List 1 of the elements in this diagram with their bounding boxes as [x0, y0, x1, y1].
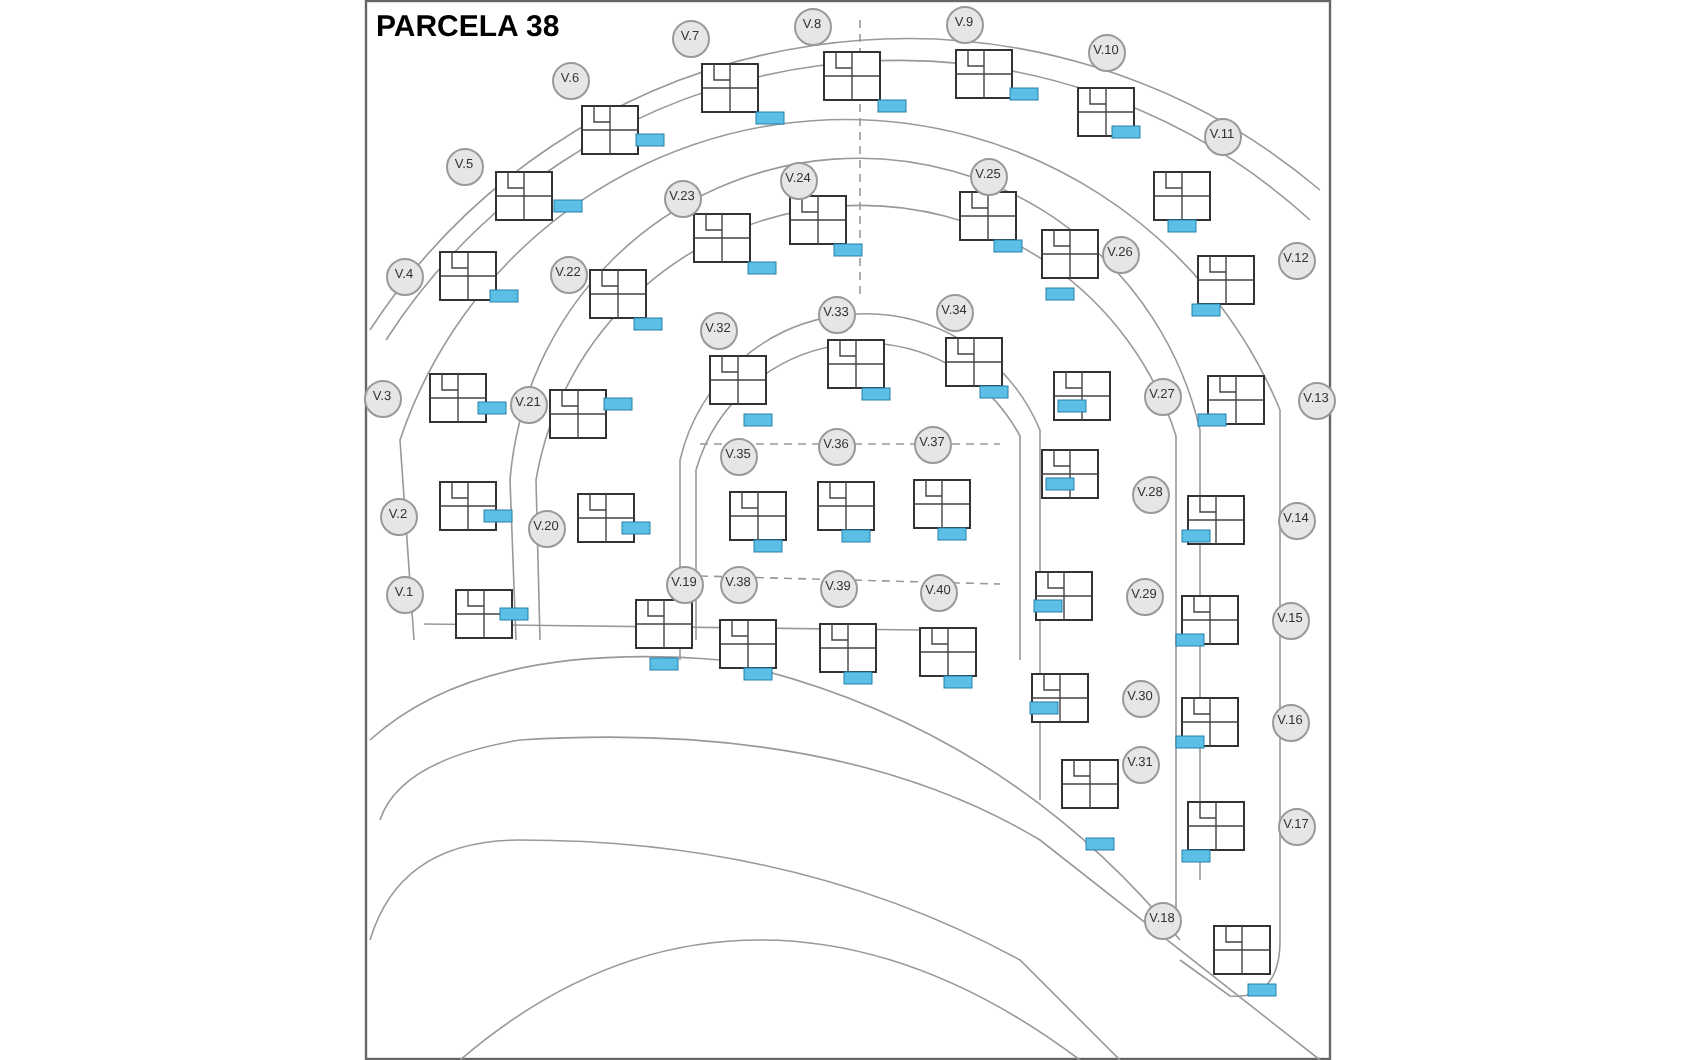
title: PARCELA 38: [376, 12, 560, 42]
